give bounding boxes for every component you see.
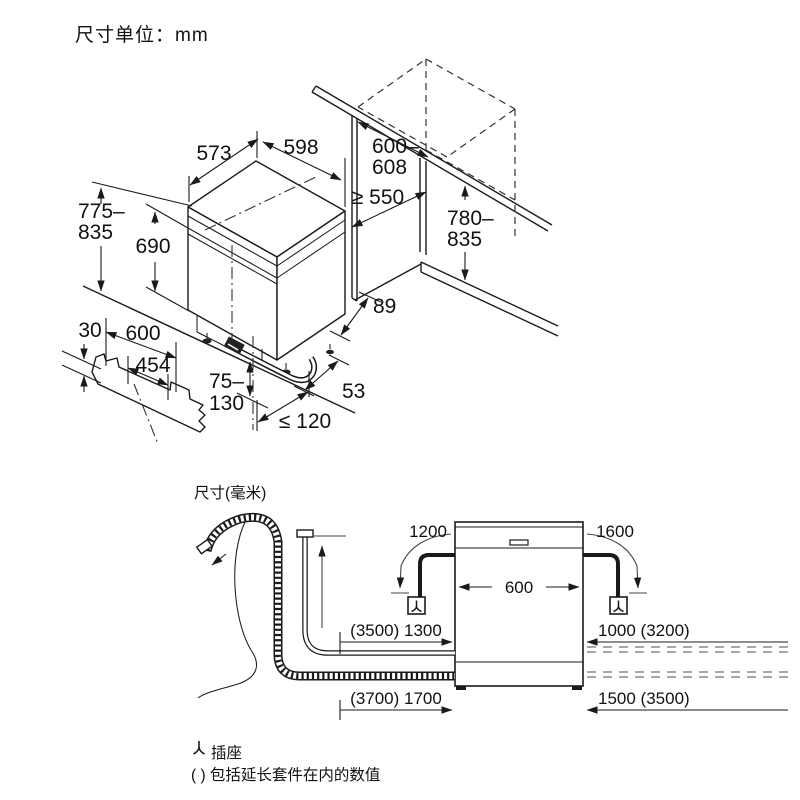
legend-note: ( ) 包括延长套件在内的数值 (191, 766, 380, 784)
dim-appliance-height: 775– 835 (78, 181, 193, 292)
dim-label-775-835-l2: 835 (78, 221, 113, 244)
dim-label-600-608-l1: 600– (372, 135, 419, 158)
power-cord (197, 519, 257, 699)
left-power-cable: 1200 (391, 522, 455, 615)
dishwasher-isometric (82, 160, 356, 414)
cabinet-niche (311, 58, 559, 337)
floor-line-right-bottom (420, 271, 559, 337)
control-strip-line3 (187, 233, 278, 285)
dim-left-lower: (3700) 1700 (339, 689, 453, 720)
dim-label-3700-1700: (3700) 1700 (350, 689, 442, 708)
installation-isometric-diagram: 573 598 600– 608 ≥ 550 775– 835 (61, 58, 559, 445)
dim-label-3500-1300: (3500) 1300 (350, 621, 442, 640)
dim-label-1000-3200: 1000 (3200) (598, 621, 690, 640)
bottom-unit-label: 尺寸(毫米) (194, 483, 266, 502)
left-foot (456, 686, 466, 690)
dim-label-454: 454 (135, 354, 170, 377)
drain-hose (195, 512, 455, 681)
niche-wall-base (354, 263, 422, 301)
countertop-edge-bottom (311, 91, 549, 232)
dim-label-75-130-l2: 130 (209, 392, 244, 415)
dim-niche-depth: ≥ 550 (351, 186, 427, 228)
dim-label-width-600: 600 (505, 578, 533, 597)
dim-top-width: 598 (262, 136, 346, 207)
plinth-centerline (133, 383, 159, 445)
dim-foot-height: 75– 130 (209, 336, 269, 430)
dim-plinth-width: 600 (105, 318, 177, 392)
supply-hose (296, 529, 455, 656)
dim-label-30: 30 (78, 319, 101, 342)
dim-rear-gap: 89 (329, 291, 396, 342)
legend: 插座 ( ) 包括延长套件在内的数值 (191, 741, 380, 784)
right-power-cable: 1600 (583, 522, 647, 615)
dim-label-89: 89 (373, 295, 396, 318)
dim-label-120: ≤ 120 (279, 410, 331, 433)
dim-label-598: 598 (283, 136, 318, 159)
dim-label-573: 573 (196, 142, 231, 165)
dim-body-height: 690 (135, 203, 190, 312)
dim-label-690: 690 (135, 235, 170, 258)
legend-socket-label: 插座 (211, 744, 242, 762)
dim-hose-space: ≤ 120 (256, 371, 331, 433)
drain-fitting (223, 336, 245, 355)
dim-label-1200: 1200 (409, 522, 447, 541)
countertop-end (311, 85, 317, 93)
dim-label-775-835-l1: 775– (78, 200, 125, 223)
dim-top-depth: 573 (188, 131, 259, 202)
dim-label-600: 600 (125, 322, 160, 345)
rear-foot (326, 349, 334, 355)
unit-label: 尺寸单位：mm (75, 25, 209, 46)
connection-lengths-diagram: 尺寸(毫米) 600 1200 (191, 483, 789, 784)
socket-legend-icon (193, 741, 205, 755)
countertop-edge-top (315, 85, 553, 226)
dim-right-lower: 1500 (3500) (586, 689, 788, 714)
dim-label-75-130-l1: 75– (209, 370, 244, 393)
dim-plinth-offset: 30 (61, 319, 102, 392)
floor-line-left (82, 285, 356, 414)
control-strip-line1 (187, 215, 278, 267)
dim-niche-height: 780– 835 (447, 185, 494, 281)
left-socket-icon (407, 596, 426, 615)
dishwasher-body (454, 521, 584, 687)
dim-label-780-835-l1: 780– (447, 207, 494, 230)
drain-end (195, 538, 214, 555)
handle (509, 539, 529, 546)
dim-rear-foot-inset: 53 (293, 354, 365, 403)
dim-niche-width: 600– 608 (357, 121, 429, 179)
dim-label-550: ≥ 550 (352, 186, 404, 209)
right-hoses-dashed (587, 646, 789, 678)
dim-left-upper: (3500) 1300 (339, 621, 453, 654)
dim-label-780-835-l2: 835 (447, 228, 482, 251)
dishwasher-front-view: 600 (454, 521, 584, 690)
dim-label-1500-3500: 1500 (3500) (598, 689, 690, 708)
dim-label-53: 53 (342, 380, 365, 403)
dim-label-1600: 1600 (596, 522, 634, 541)
dim-plinth-cutout: 454 (127, 354, 171, 400)
dim-label-600-608-l2: 608 (372, 156, 407, 179)
right-socket-icon (609, 596, 628, 615)
dim-right-upper: 1000 (3200) (586, 621, 788, 646)
right-foot (572, 686, 582, 690)
tap-connector (296, 529, 314, 538)
centerline-top (204, 175, 319, 231)
floor-line-right-top (420, 261, 559, 327)
